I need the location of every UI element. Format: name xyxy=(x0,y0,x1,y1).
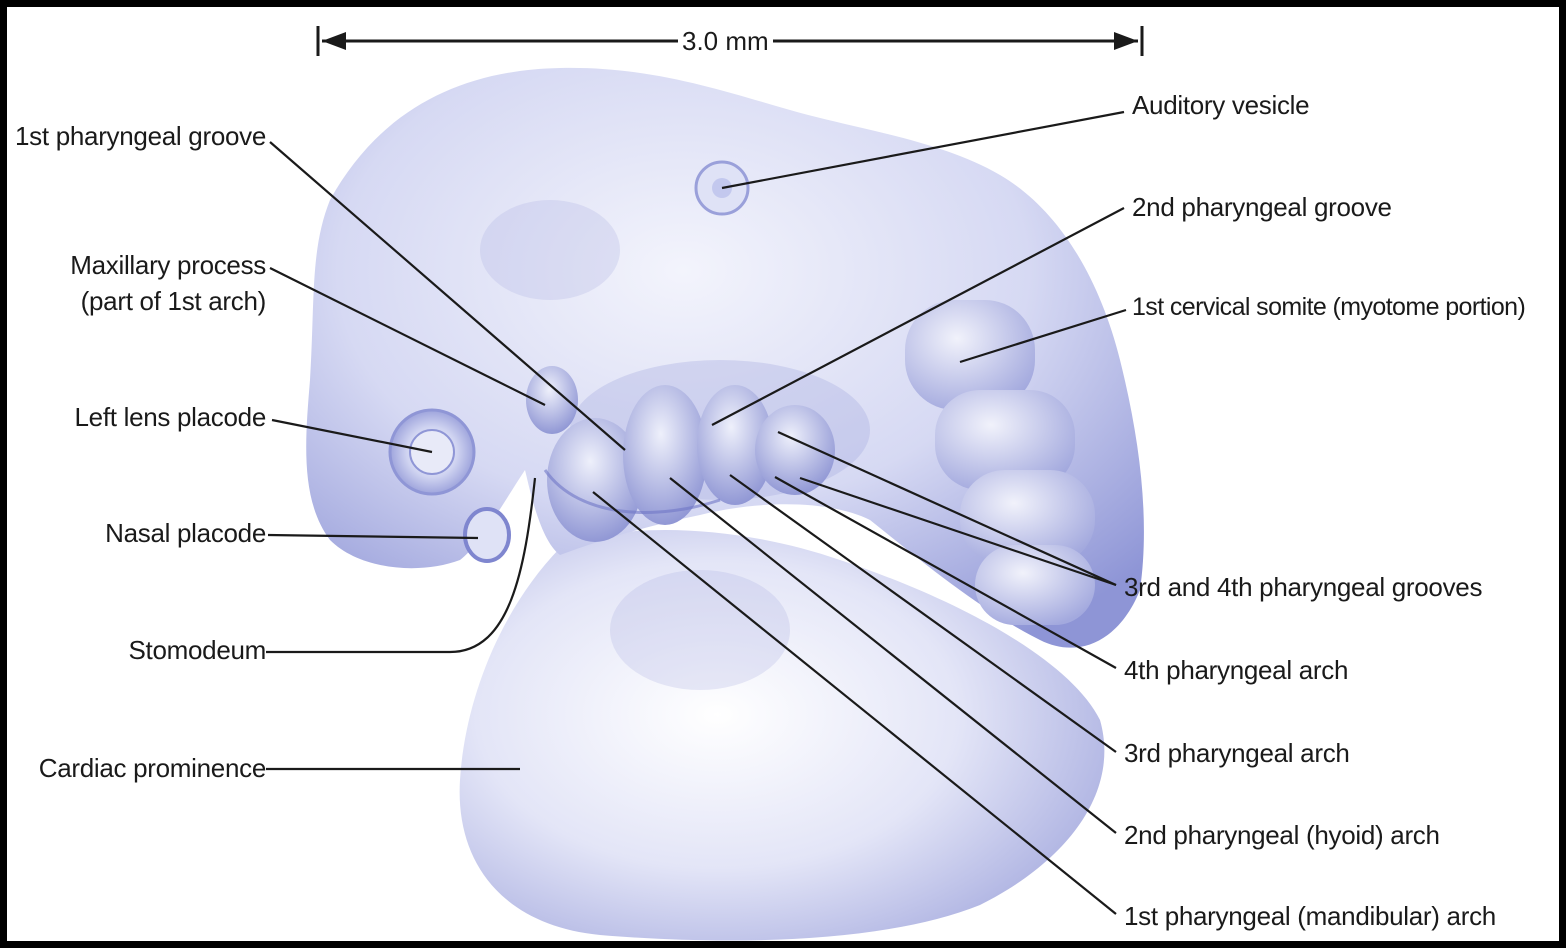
label-maxillary-process: Maxillary process xyxy=(70,250,266,280)
label-auditory-vesicle: Auditory vesicle xyxy=(1132,90,1309,120)
label-second-pharyngeal-groove: 2nd pharyngeal groove xyxy=(1132,192,1392,222)
label-cardiac-prominence: Cardiac prominence xyxy=(39,753,266,783)
label-fourth-arch: 4th pharyngeal arch xyxy=(1124,655,1348,685)
label-first-cervical-somite: 1st cervical somite (myotome portion) xyxy=(1132,292,1525,322)
label-third-arch: 3rd pharyngeal arch xyxy=(1124,738,1350,768)
label-first-arch: 1st pharyngeal (mandibular) arch xyxy=(1124,901,1496,931)
diagram-canvas: 3.0 mm 1st pharyngeal groove Maxillary p… xyxy=(7,7,1559,941)
label-first-pharyngeal-groove: 1st pharyngeal groove xyxy=(15,121,266,151)
label-left-lens-placode: Left lens placode xyxy=(75,402,267,432)
label-stomodeum: Stomodeum xyxy=(129,635,266,665)
scale-label: 3.0 mm xyxy=(678,26,773,56)
label-second-arch: 2nd pharyngeal (hyoid) arch xyxy=(1124,820,1440,850)
nasal-placode-shape xyxy=(465,509,509,561)
label-maxillary-process-sub: (part of 1st arch) xyxy=(81,286,266,316)
label-third-fourth-grooves: 3rd and 4th pharyngeal grooves xyxy=(1124,572,1482,602)
label-nasal-placode: Nasal placode xyxy=(105,518,266,548)
